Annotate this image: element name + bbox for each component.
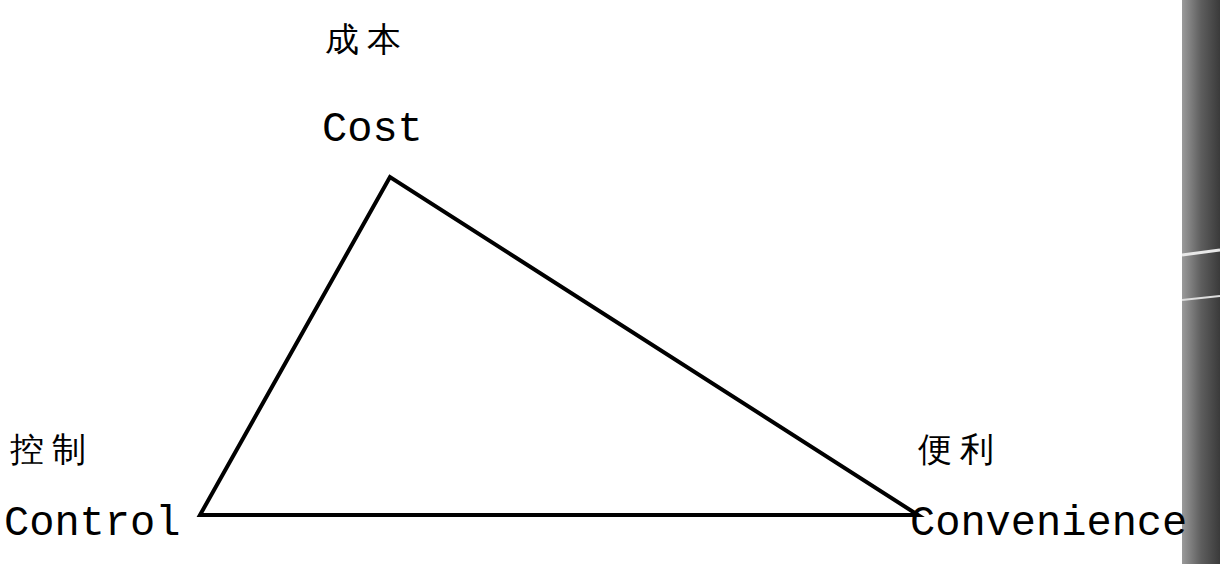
vertex-label: Cost — [322, 106, 423, 154]
photo-streak — [1182, 250, 1220, 255]
vertex-label: 控制 — [10, 430, 94, 469]
photo-strip — [1182, 0, 1220, 564]
vertex-label: 成本 — [325, 20, 409, 59]
triangle-outline — [200, 177, 918, 515]
vertex-label: Convenience — [910, 500, 1187, 548]
vertex-label: Control — [4, 500, 180, 548]
vertex-label: 便利 — [918, 430, 1002, 469]
photo-streak — [1182, 296, 1220, 300]
